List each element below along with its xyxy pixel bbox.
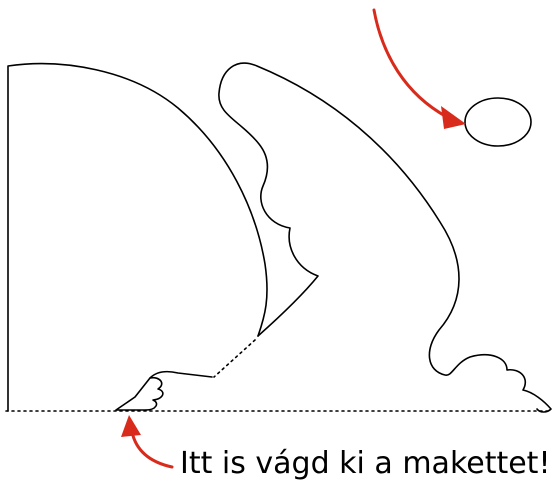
top-red-arrow-head bbox=[441, 106, 466, 129]
right-wavy-shape-outline bbox=[218, 62, 552, 413]
bottom-red-arrow-line bbox=[130, 430, 174, 469]
bottom-tab-outline bbox=[115, 370, 213, 411]
bottom-red-arrow bbox=[121, 415, 174, 469]
top-red-arrow bbox=[372, 8, 466, 129]
oval-piece-outline bbox=[464, 97, 532, 147]
cutout-instruction-caption: Itt is vágd ki a makettet! bbox=[180, 446, 551, 481]
bottom-tab-scallops bbox=[145, 376, 164, 411]
bottom-red-arrow-head bbox=[121, 415, 141, 437]
top-red-arrow-line bbox=[372, 8, 449, 119]
inner-dotted-connector bbox=[213, 339, 256, 378]
left-rounded-panel-outline bbox=[7, 62, 268, 412]
